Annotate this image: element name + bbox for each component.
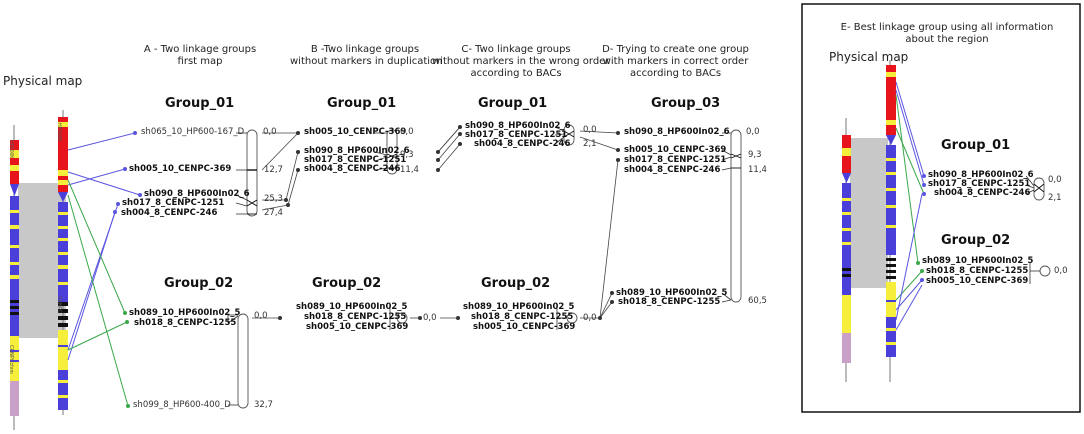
marker-label: sh090_8_HP600In02_6: [465, 121, 571, 131]
position-label: 25,3: [264, 194, 283, 204]
position-label: 9,3: [400, 150, 414, 160]
chromosome-left-2: [58, 117, 68, 410]
physical-map-title-e: Physical map: [829, 50, 909, 64]
marker-label: sh018_8_CENPC-1255: [471, 312, 574, 322]
linkage-bar-e2: [1039, 265, 1051, 277]
panel-b-header: B -Two linkage groups without markers in…: [290, 44, 443, 67]
marker-label: sh089_10_HP600In02_5: [616, 288, 728, 298]
position-label: 32,7: [254, 400, 273, 410]
marker-label: sh089_10_HP600In02_5: [296, 302, 408, 312]
marker-label: sh004_8_CENPC-246: [474, 139, 571, 149]
panel-e-box: [801, 3, 1081, 413]
marker-label: sh018_8_CENPC-1255: [618, 297, 721, 307]
marker-label: sh005_10_CENPC-369: [926, 276, 1029, 286]
marker-label: sh017_8_CENPC-1251: [304, 155, 407, 165]
marker-label: sh018_8_CENPC-1255: [304, 312, 407, 322]
panel-c-header: C- Two linkage groups without markers in…: [432, 44, 610, 79]
position-label: 27,4: [264, 208, 283, 218]
marker-label: sh089_10_HP600In02_5: [463, 302, 575, 312]
marker-label: sh017_8_CENPC-1251: [928, 179, 1031, 189]
group-title-a1: Group_01: [165, 96, 235, 111]
marker-label: sh004_8_CENPC-246: [304, 164, 401, 174]
linkage-bar-d1: [730, 129, 742, 303]
marker-label: sh004_8_CENPC-246: [624, 165, 721, 175]
position-label: 9,3: [748, 150, 762, 160]
physical-links-left: [67, 132, 141, 407]
chrom-label-left-top: HP600K: [8, 140, 14, 159]
physical-map-left: [10, 110, 141, 430]
panel-e-header: E- Best linkage group using all informat…: [840, 22, 1054, 45]
position-label: 11,4: [400, 165, 419, 175]
position-label: 0,0: [1054, 266, 1068, 276]
group-title-b1: Group_01: [327, 96, 397, 111]
group-title-b2: Group_02: [312, 276, 382, 291]
chrom-label-right-top: HP600K: [56, 123, 62, 142]
position-label: 2,1: [583, 139, 597, 149]
position-label: 11,4: [748, 165, 767, 175]
linkage-bar-a2: [237, 313, 249, 409]
group-title-c2: Group_02: [481, 276, 551, 291]
group-title-e1: Group_01: [941, 138, 1011, 153]
marker-label: sh090_8_HP600In02_6: [304, 146, 410, 156]
marker-label: sh004_8_CENPC-246: [934, 188, 1031, 198]
marker-label: sh089_10_HP600In02_5: [129, 308, 241, 318]
panel-a-header: A - Two linkage groups first map: [143, 44, 257, 67]
marker-dots: [113, 125, 926, 408]
chrom-label-right-bottom: CENPC: [56, 296, 62, 314]
group-title-c1: Group_01: [478, 96, 548, 111]
position-label: 0,0: [400, 127, 414, 137]
chromosome-left-1: [10, 140, 19, 416]
cross-panel-lines: [252, 126, 619, 319]
physical-links-right: [895, 81, 925, 331]
group-title-a2: Group_02: [164, 276, 234, 291]
marker-label: sh004_8_CENPC-246: [121, 208, 218, 218]
linkage-bar-c1: [563, 124, 575, 146]
chromosome-right-1: [842, 135, 851, 363]
position-label: 0,0: [583, 125, 597, 135]
panel-d-header: D- Trying to create one group with marke…: [602, 44, 749, 79]
marker-label: sh017_8_CENPC-1251: [624, 155, 727, 165]
marker-connectors: [227, 126, 1040, 406]
marker-label: sh090_8_HP600In02_6: [624, 127, 730, 137]
linkage-bar-b1: [386, 129, 398, 175]
position-label: 0,0: [1048, 175, 1062, 185]
marker-label: sh090_8_HP600In02_6: [928, 170, 1034, 180]
position-label: 2,1: [1048, 193, 1062, 203]
marker-label: sh099_8_HP600-400_D: [133, 400, 231, 410]
position-label: 12,7: [264, 165, 283, 175]
linkage-bar-e1: [1033, 177, 1045, 201]
linkage-bars: [237, 124, 1051, 409]
group-title-d1: Group_03: [651, 96, 721, 111]
marker-label: sh065_10_HP600-167_D: [141, 127, 245, 137]
physical-map-right: [842, 60, 925, 382]
marker-label: sh018_8_CENPC-1255: [134, 318, 237, 328]
position-label: 0,0: [583, 313, 597, 323]
chromosome-right-2: [886, 65, 896, 357]
physical-map-title: Physical map: [3, 74, 83, 88]
marker-label: sh017_8_CENPC-1251: [465, 130, 568, 140]
position-label: 60,5: [748, 296, 767, 306]
marker-label: sh089_10_HP600In02_5: [922, 256, 1034, 266]
group-title-e2: Group_02: [941, 233, 1011, 248]
position-label: 0,0: [263, 127, 277, 137]
marker-label: sh005_10_CENPC-369: [306, 322, 409, 332]
marker-label: sh005_10_CENPC-369: [129, 164, 232, 174]
marker-label: sh018_8_CENPC-1255: [926, 266, 1029, 276]
position-label: 0,0: [254, 311, 268, 321]
position-label: 0,0: [423, 313, 437, 323]
position-label: 0,0: [746, 127, 760, 137]
marker-label: sh005_10_CENPC-369: [473, 322, 576, 332]
marker-label: sh005_10_CENPC-369: [624, 145, 727, 155]
marker-label: sh017_8_CENPC-1251: [122, 198, 225, 208]
marker-label: sh005_10_CENPC-369: [304, 127, 407, 137]
chrom-label-left-bottom: CENPCchrm: [8, 345, 14, 374]
linkage-bar-a1: [246, 129, 258, 217]
marker-label: sh090_8_HP600In02_6: [144, 189, 250, 199]
